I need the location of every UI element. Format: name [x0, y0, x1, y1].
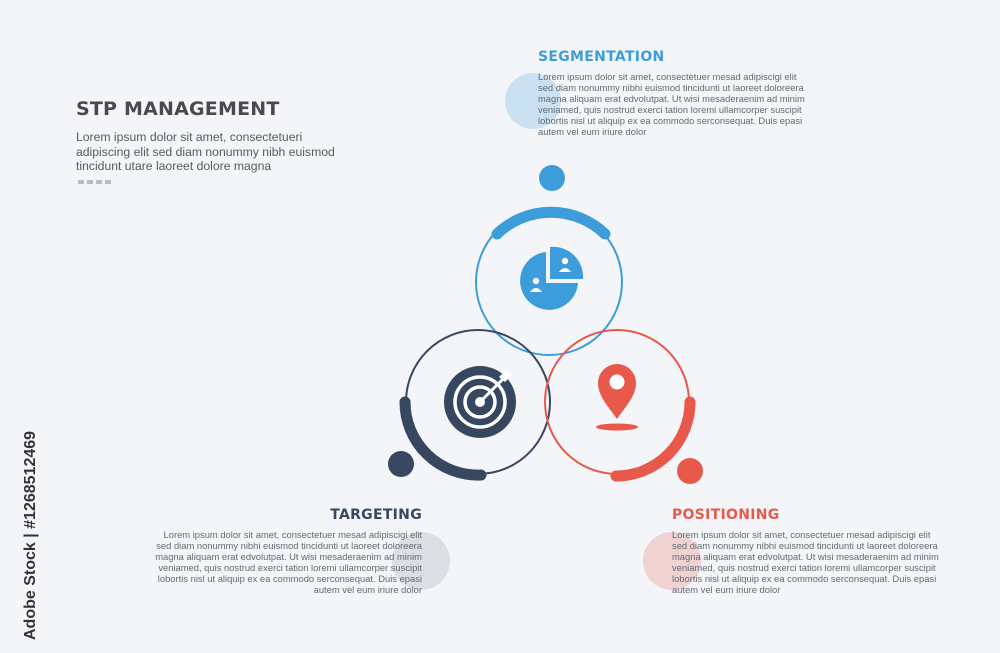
segmentation-arc: [491, 206, 611, 240]
targeting-bubble: [392, 532, 450, 590]
positioning-title: POSITIONING: [672, 507, 780, 523]
page-title: STP MANAGEMENT: [76, 98, 280, 120]
target-arrow-icon: [444, 366, 516, 438]
targeting-dot: [388, 451, 414, 477]
segmentation-title: SEGMENTATION: [538, 49, 665, 65]
pie-chart-users-icon: [520, 246, 584, 310]
positioning-dot: [677, 458, 703, 484]
page-description: Lorem ipsum dolor sit amet, consectetuer…: [76, 130, 335, 174]
segmentation-bubble: [505, 73, 561, 129]
segmentation-body: Lorem ipsum dolor sit amet, consectetuer…: [538, 71, 805, 138]
positioning-bubble: [643, 532, 701, 590]
targeting-body: Lorem ipsum dolor sit amet, consectetuer…: [155, 529, 422, 596]
targeting-arc: [399, 396, 487, 481]
positioning-circle-group: [544, 329, 703, 484]
positioning-section: POSITIONING Lorem ipsum dolor sit amet, …: [672, 507, 942, 596]
positioning-arc: [610, 396, 696, 482]
targeting-circle-group: [388, 329, 551, 481]
header-block: STP MANAGEMENT Lorem ipsum dolor sit ame…: [76, 98, 376, 174]
targeting-title: TARGETING: [330, 507, 422, 523]
segmentation-dot: [539, 165, 565, 191]
decorative-dots: [78, 180, 111, 184]
watermark-side-text: Adobe Stock | #1268512469: [22, 430, 39, 640]
segmentation-circle-group: [475, 165, 623, 356]
segmentation-section: SEGMENTATION Lorem ipsum dolor sit amet,…: [538, 49, 808, 138]
targeting-section: TARGETING Lorem ipsum dolor sit amet, co…: [152, 507, 422, 596]
positioning-body: Lorem ipsum dolor sit amet, consectetuer…: [672, 529, 939, 596]
map-pin-icon: [596, 364, 638, 431]
